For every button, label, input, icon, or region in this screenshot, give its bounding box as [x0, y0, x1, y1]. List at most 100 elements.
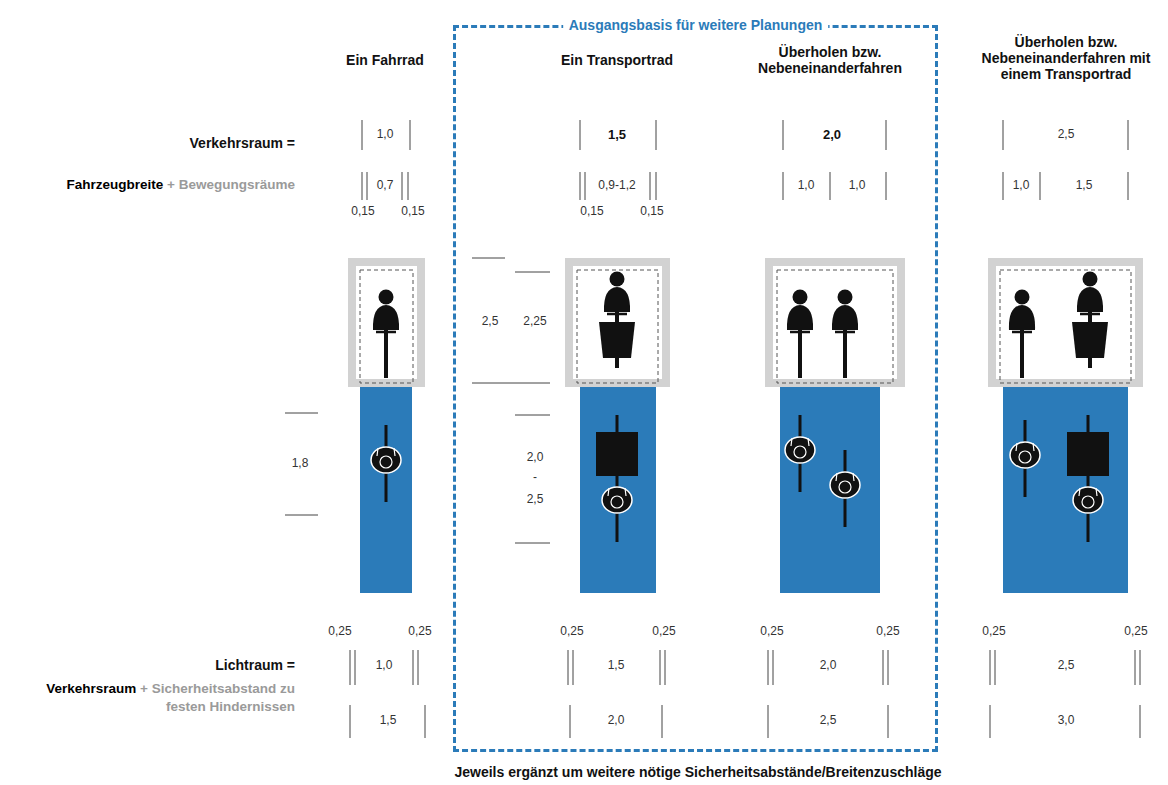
dimension-tick: [995, 650, 996, 685]
dimension-tick: [362, 172, 363, 200]
dimension-value: 1,8: [292, 457, 309, 471]
cyclist-front: [373, 290, 399, 379]
dimension-tick: [402, 172, 403, 200]
dimension-tick: [783, 172, 784, 200]
dimension-value: 0,25: [982, 625, 1005, 639]
column-header: Überholen bzw. Nebeneinanderfahren mit e…: [971, 34, 1161, 82]
length-tick: [285, 515, 318, 516]
length-tick: [515, 543, 550, 544]
dimension-tick: [656, 120, 657, 150]
dimension-tick: [1128, 120, 1129, 150]
dimension-value: 1,0: [1013, 179, 1030, 193]
dimension-value: 0,15: [640, 205, 663, 219]
dimension-tick: [883, 650, 884, 685]
dimension-tick: [580, 172, 581, 200]
column-header: Überholen bzw. Nebeneinanderfahren: [743, 44, 918, 76]
dimension-tick: [886, 172, 887, 200]
dimension-tick: [886, 120, 887, 150]
length-tick: [472, 383, 550, 384]
cyclist-front: [599, 272, 635, 369]
row-label: + Bewegungsräume: [167, 177, 295, 192]
dimension-tick: [660, 650, 661, 685]
cyclist-top: [1067, 415, 1109, 542]
dimension-value: 0,25: [1124, 625, 1147, 639]
dimension-tick: [662, 705, 663, 738]
dimension-tick: [656, 172, 657, 200]
dimension-value: 1,0: [798, 179, 815, 193]
dimension-value: 0,9-1,2: [598, 179, 635, 193]
dimension-value: 1,5: [1076, 179, 1093, 193]
dimension-tick: [362, 120, 363, 150]
dimension-value: 3,0: [1058, 714, 1075, 728]
length-tick: [515, 272, 550, 273]
dimension-value: 2,5: [1058, 659, 1075, 673]
dimension-value: 1,5: [380, 714, 397, 728]
dimension-value: 0,15: [580, 205, 603, 219]
cyclist-top: [371, 425, 401, 502]
dimension-value: 1,0: [849, 179, 866, 193]
row-label-group: Fahrzeugbreite + Bewegungsräume: [67, 176, 295, 194]
row-label: Lichtraum =: [215, 657, 295, 673]
length-tick: [472, 258, 505, 259]
cyclist-top: [596, 415, 638, 542]
dimension-value: 1,0: [376, 659, 393, 673]
dimension-tick: [1140, 650, 1141, 685]
dimension-tick: [1140, 705, 1141, 738]
dimension-value: 0,25: [560, 625, 583, 639]
dimension-tick: [350, 705, 351, 738]
dimension-tick: [413, 650, 414, 685]
cyclist-top: [830, 450, 860, 527]
cyclist-top: [785, 415, 815, 492]
length-tick: [285, 413, 318, 414]
dimension-value: 2,0: [608, 714, 625, 728]
dimension-value: 2,5: [1058, 128, 1075, 142]
row-label-group: Verkehrsraum + Sicherheitsabstand zu fes…: [25, 680, 295, 715]
length-tick: [515, 415, 550, 416]
traffic-space: [780, 383, 880, 593]
dimension-value: 2,5: [527, 493, 544, 507]
dimension-tick: [665, 650, 666, 685]
dimension-tick: [990, 650, 991, 685]
cyclist-top: [1010, 420, 1040, 497]
dimension-value: 0,25: [652, 625, 675, 639]
dimension-tick: [888, 705, 889, 738]
clearance-frame: [992, 262, 1139, 383]
dimension-tick: [410, 120, 411, 150]
clearance-outline: [577, 270, 658, 383]
clearance-frame: [569, 262, 666, 383]
column-header: Ein Fahrrad: [300, 52, 470, 68]
dimension-tick: [408, 172, 409, 200]
dashed-region: Ausgangsbasis für weitere Planungen: [453, 25, 938, 752]
dimension-tick: [425, 705, 426, 738]
clearance-outline: [777, 270, 893, 383]
dimension-value: 0,25: [760, 625, 783, 639]
dimension-tick: [1040, 172, 1041, 200]
caption-text: Jeweils ergänzt um weitere nötige Sicher…: [454, 764, 941, 780]
traffic-space: [580, 383, 656, 593]
dimension-tick: [350, 650, 351, 685]
cyclist-front: [1072, 272, 1108, 369]
dimension-value: 2,0: [527, 451, 544, 465]
row-label: Verkehrsraum =: [190, 135, 295, 151]
traffic-space: [1003, 383, 1128, 593]
dimension-tick: [783, 120, 784, 150]
dimension-value: 2,0: [823, 128, 841, 143]
dimension-value: 0,15: [351, 205, 374, 219]
clearance-outline: [1000, 270, 1131, 383]
dimension-tick: [768, 650, 769, 685]
dimension-tick: [990, 705, 991, 738]
dimension-value: 1,5: [608, 659, 625, 673]
dimension-value: 2,0: [820, 659, 837, 673]
dimension-tick: [580, 120, 581, 150]
dimension-value: 0,7: [377, 179, 394, 193]
dimension-value: 2,25: [523, 315, 546, 329]
dimension-tick: [585, 172, 586, 200]
clearance-frame: [352, 262, 421, 383]
clearance-frame: [769, 262, 901, 383]
traffic-space: [360, 383, 412, 593]
cyclist-front: [832, 290, 858, 379]
clearance-outline: [360, 270, 413, 383]
cyclist-front: [1009, 290, 1035, 379]
dimension-tick: [570, 705, 571, 738]
